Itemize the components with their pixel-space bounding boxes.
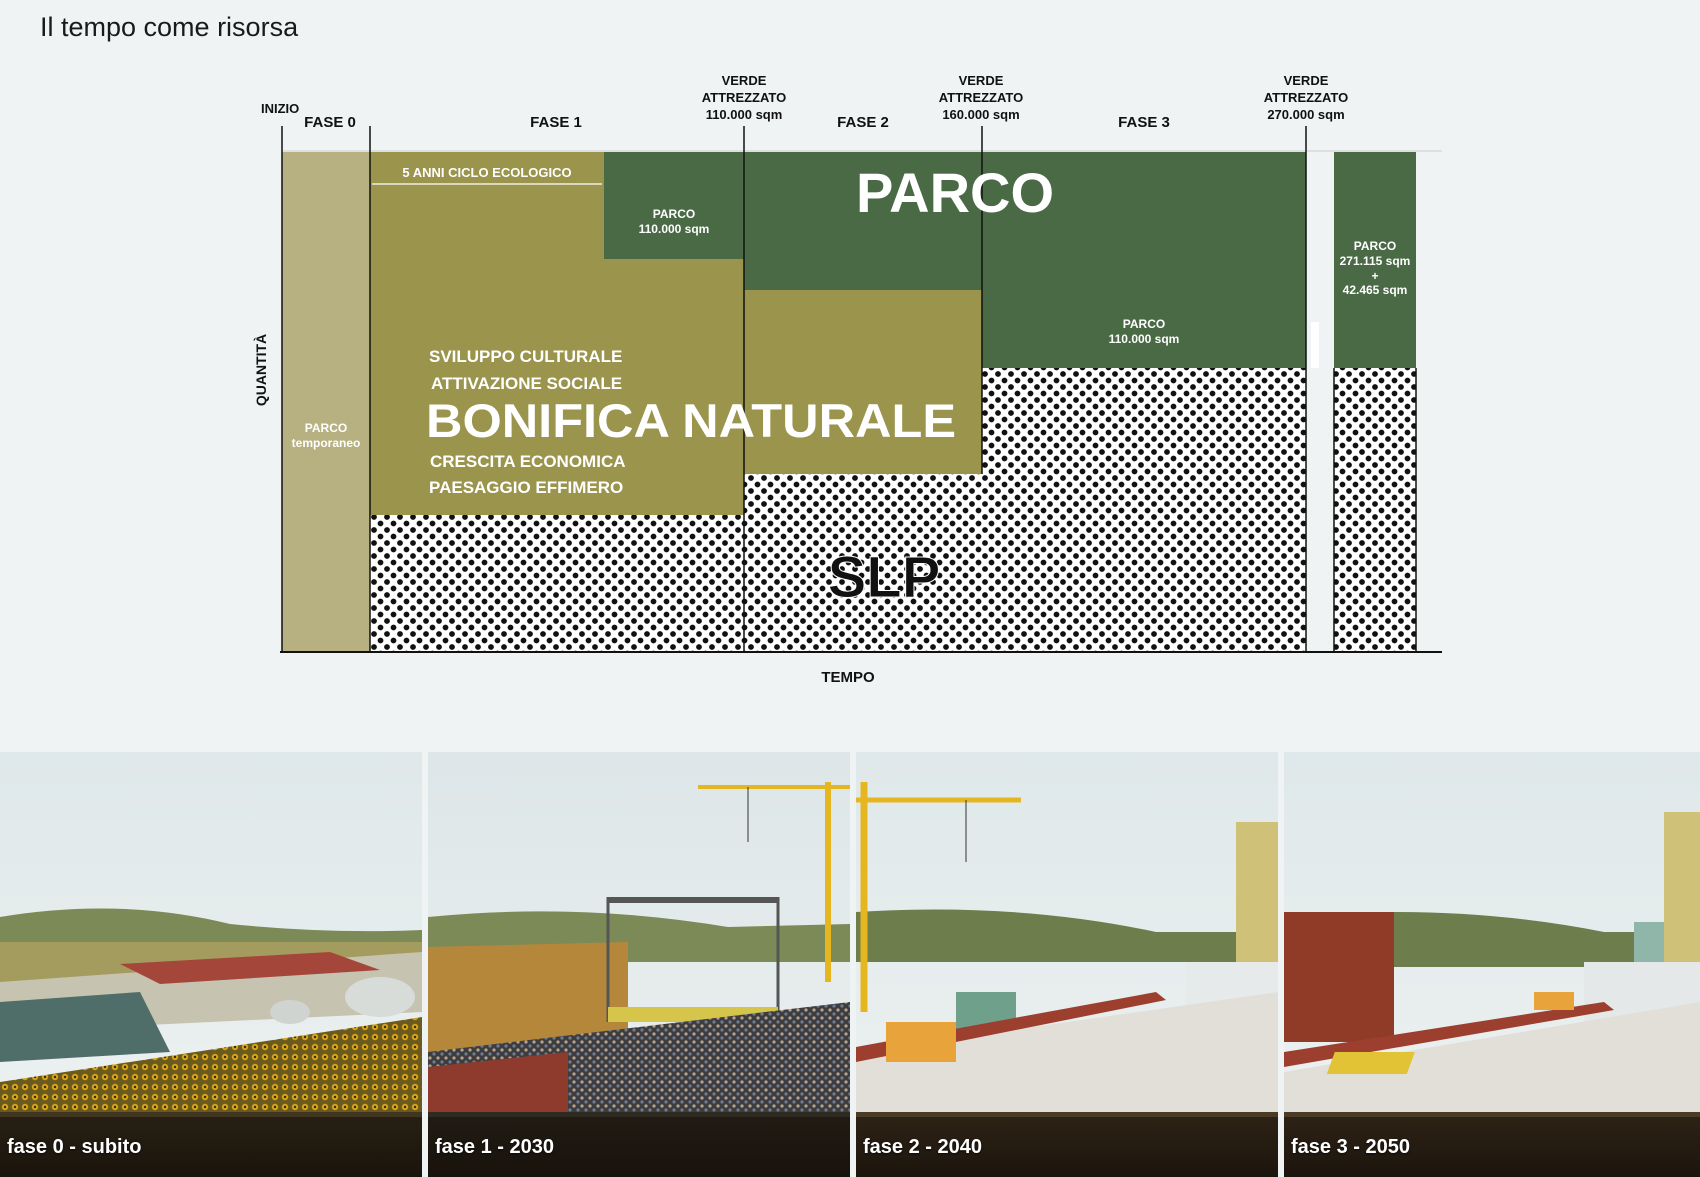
slp-area (370, 368, 1306, 652)
bonifica-block-phase2 (744, 290, 982, 474)
bonifica-line1: SVILUPPO CULTURALE (429, 347, 622, 366)
completed-square-image (1284, 752, 1700, 1177)
phase-label-1: FASE 1 (530, 114, 582, 131)
milestone-1-line1: VERDE (722, 73, 767, 88)
sunflower-field-image (0, 752, 422, 1177)
milestone-3-line1: VERDE (1284, 73, 1329, 88)
parco-final-line4: 42.465 sqm (1343, 283, 1408, 297)
concert-crowd-image (428, 752, 850, 1177)
slp-label: SLP (828, 545, 941, 610)
milestone-2-line2: ATTREZZATO (939, 90, 1024, 105)
caption-band (0, 1117, 422, 1177)
photo-panel-fase3: fase 3 - 2050 (1284, 752, 1700, 1177)
construction-square-image (856, 752, 1278, 1177)
park-block-phase3 (982, 290, 1306, 368)
start-label: INIZIO (261, 101, 299, 116)
parco-final-line3: + (1371, 269, 1378, 283)
slp-area-final (1334, 368, 1416, 652)
photo-panel-fase2: fase 2 - 2040 (856, 752, 1278, 1177)
milestone-2-line3: 160.000 sqm (942, 107, 1019, 122)
cycle-label: 5 ANNI CICLO ECOLOGICO (402, 165, 571, 180)
milestone-1-line2: ATTREZZATO (702, 90, 787, 105)
photo-caption-fase2: fase 2 - 2040 (863, 1136, 982, 1158)
milestone-2-line1: VERDE (959, 73, 1004, 88)
parco-small-2-line1: PARCO (1123, 317, 1165, 331)
photo-caption-fase0: fase 0 - subito (7, 1136, 142, 1158)
milestone-3-line2: ATTREZZATO (1264, 90, 1349, 105)
bonifica-big-label: BONIFICA NATURALE (426, 394, 956, 447)
parco-small-1-line2: 110.000 sqm (639, 222, 710, 236)
gap-accent (1311, 322, 1319, 368)
parco-final-line1: PARCO (1354, 239, 1396, 253)
bonifica-line3: CRESCITA ECONOMICA (430, 452, 626, 471)
park-block-final (1334, 152, 1416, 368)
parco-temp-line1: PARCO (305, 421, 347, 435)
milestone-3-line3: 270.000 sqm (1267, 107, 1344, 122)
phase-label-3: FASE 3 (1118, 114, 1170, 131)
park-block-small (604, 152, 744, 259)
parco-small-1-line1: PARCO (653, 207, 695, 221)
page-title: Il tempo come risorsa (40, 12, 299, 42)
caption-band (428, 1117, 850, 1177)
photo-caption-fase1: fase 1 - 2030 (435, 1136, 554, 1158)
caption-band (1284, 1117, 1700, 1177)
parco-small-2-line2: 110.000 sqm (1109, 332, 1180, 346)
milestone-1-line3: 110.000 sqm (706, 107, 783, 122)
parco-temp-line2: temporaneo (292, 436, 361, 450)
bonifica-line4: PAESAGGIO EFFIMERO (429, 478, 623, 497)
time-resource-diagram: INIZIO FASE 0 FASE 1 FASE 2 FASE 3 VERDE… (253, 73, 1442, 686)
bonifica-line2: ATTIVAZIONE SOCIALE (431, 374, 622, 393)
photo-panel-fase1: fase 1 - 2030 (428, 752, 850, 1177)
phase-label-2: FASE 2 (837, 114, 889, 131)
photo-caption-fase3: fase 3 - 2050 (1291, 1136, 1410, 1158)
parco-final-line2: 271.115 sqm (1340, 254, 1411, 268)
park-block-main (744, 152, 1306, 290)
parco-big-label: PARCO (856, 161, 1054, 224)
photo-panel-fase0: fase 0 - subito (0, 752, 422, 1177)
phase-label-0: FASE 0 (304, 114, 356, 131)
temp-park-block (282, 152, 370, 652)
phase-photo-strip: fase 0 - subito (0, 752, 1700, 1177)
caption-band (856, 1117, 1278, 1177)
y-axis-label: QUANTITÀ (253, 334, 269, 406)
x-axis-label: TEMPO (821, 669, 875, 686)
